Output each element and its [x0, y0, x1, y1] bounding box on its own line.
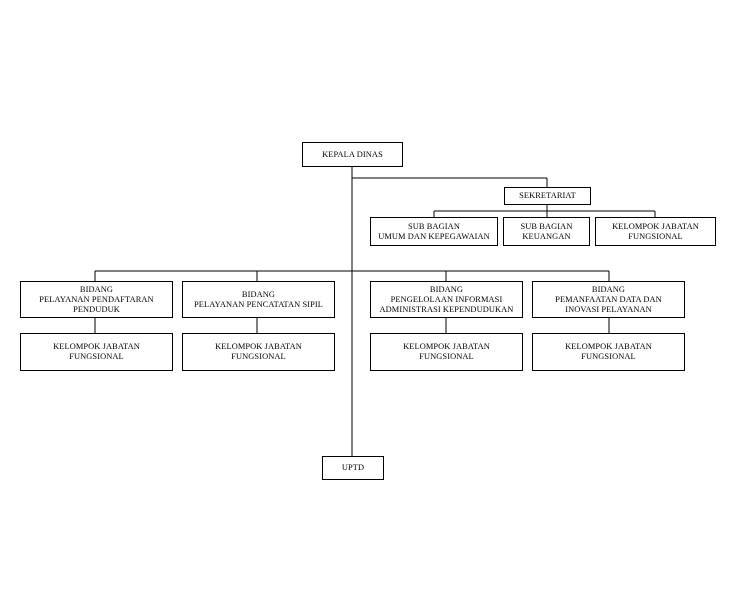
box-label-line: UMUM DAN KEPEGAWAIAN [378, 231, 490, 241]
box-label-line: SUB BAGIAN [408, 221, 460, 231]
box-label-line: KELOMPOK JABATAN [53, 342, 140, 351]
box-label-line: KELOMPOK JABATAN [215, 342, 302, 351]
box-label-line: BIDANG [591, 284, 626, 294]
box-label-line: BIDANG [241, 289, 276, 299]
uptd-box: UPTD [322, 456, 384, 480]
box-label-line: FUNGSIONAL [231, 352, 286, 361]
box-label-line: KELOMPOK JABATAN [403, 342, 490, 351]
box-label-line: KEPALA DINAS [322, 149, 383, 159]
box-label-line: SEKRETARIAT [519, 191, 576, 200]
box-label-line: BIDANG [429, 284, 464, 294]
box-label-line: UPTD [341, 463, 365, 472]
box-label-line: KEUANGAN [522, 231, 571, 241]
box-label-line: PELAYANAN PENCATATAN SIPIL [194, 299, 323, 309]
box-label-line: PEMANFAATAN DATA DAN [555, 294, 662, 304]
box-label-line: KELOMPOK JABATAN [565, 342, 652, 351]
box-label-line: PENDUDUK [73, 304, 120, 314]
box-label-line: PENGELOLAAN INFORMASI [390, 294, 503, 304]
box-label-line: FUNGSIONAL [628, 231, 683, 241]
box-label-line: INOVASI PELAYANAN [565, 304, 652, 314]
box-label-line: ADMINISTRASI KEPENDUDUKAN [379, 304, 514, 314]
box-label-line: BIDANG [79, 284, 114, 294]
box-label-line: FUNGSIONAL [581, 352, 636, 361]
box-label-line: FUNGSIONAL [419, 352, 474, 361]
box-label-line: FUNGSIONAL [69, 352, 124, 361]
box-label-line: KELOMPOK JABATAN [612, 221, 699, 231]
box-label-line: PELAYANAN PENDAFTARAN [39, 294, 154, 304]
kepala-dinas-box: KEPALA DINAS [302, 142, 403, 167]
sekretariat-box: SEKRETARIAT [504, 187, 591, 205]
box-label-line: SUB BAGIAN [520, 221, 573, 231]
